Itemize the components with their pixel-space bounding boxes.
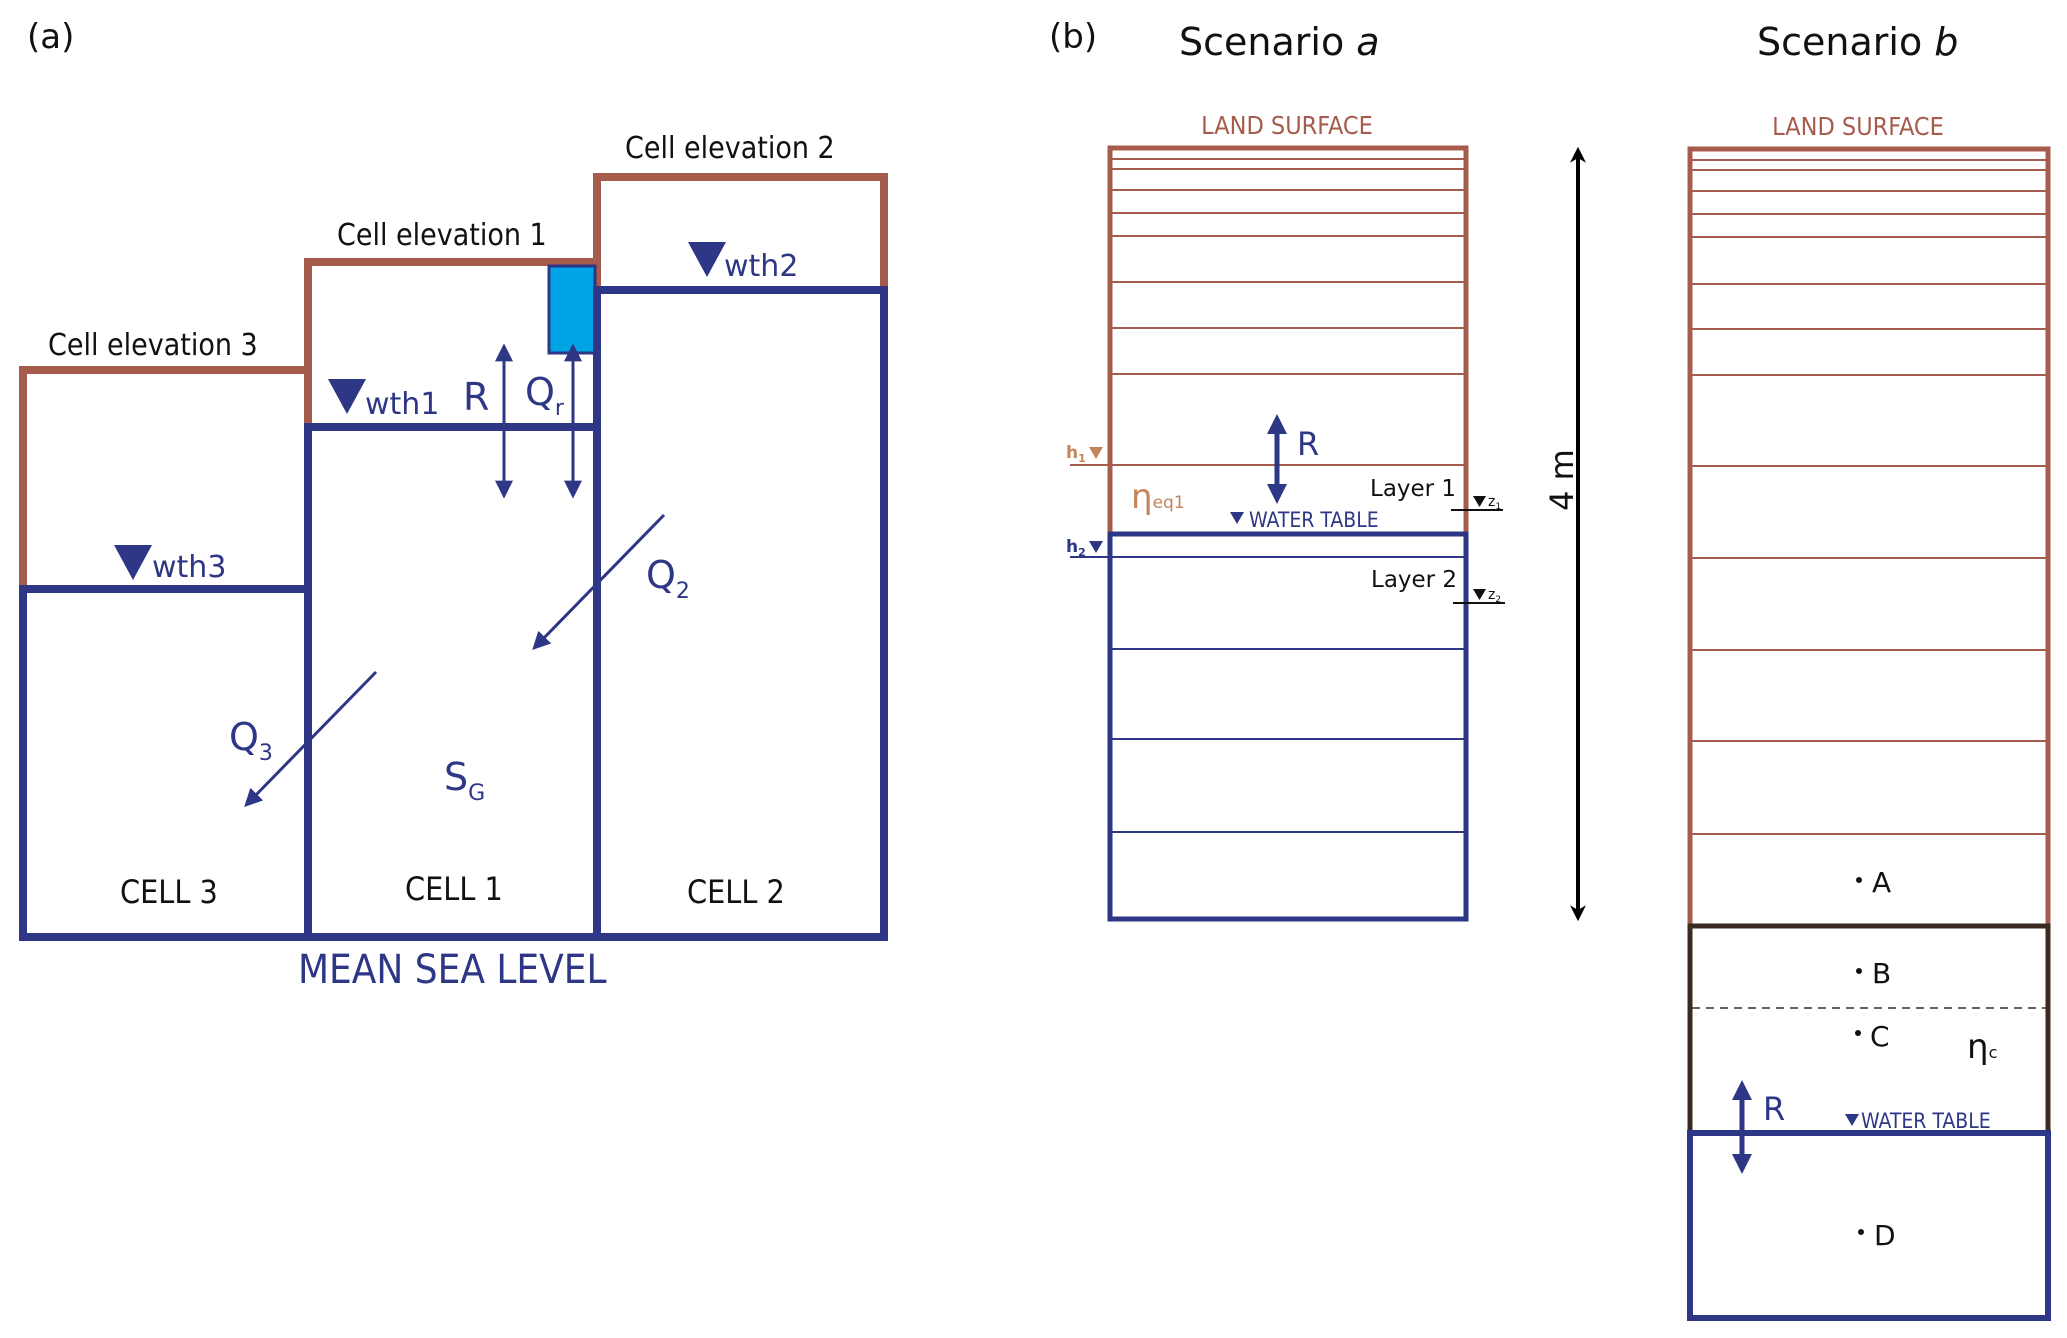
water-table-triangle-icon: [114, 545, 152, 580]
unsaturated-layer-lines: [1070, 158, 1466, 466]
eta-eq1-label: ηeq1: [1131, 477, 1185, 517]
point-label: C: [1870, 1020, 1890, 1053]
cell-elevation-2-label: Cell elevation 2: [625, 131, 835, 166]
lateral-inflow-label: Q2: [646, 553, 690, 604]
depth-label: 4 m: [1543, 449, 1581, 511]
point-label: A: [1872, 866, 1891, 899]
h1-triangle-icon: [1089, 447, 1103, 459]
groundwater-outlines: [19, 286, 888, 941]
layer2-label: Layer 2: [1371, 567, 1457, 593]
scenario-a: Scenario a LAND SURFACE: [1066, 20, 1505, 922]
wth3-label: wth3: [152, 550, 226, 585]
panel-a: (a) Cell elevation 3 Cell elevation 1 Ce…: [19, 17, 888, 993]
cell3-name: CELL 3: [120, 873, 218, 911]
panel-a-label: (a): [27, 17, 74, 57]
reservoir-box: [547, 264, 597, 355]
unsaturated-zone-outline: [1687, 146, 2051, 924]
cell2-name: CELL 2: [687, 873, 785, 911]
h2-triangle-icon: [1089, 541, 1103, 553]
water-table-triangle-icon: [688, 242, 726, 277]
point-marker: [1856, 877, 1862, 883]
cell1-name: CELL 1: [405, 870, 503, 908]
water-table-triangle-icon: [1230, 512, 1244, 524]
point-label: B: [1872, 957, 1891, 990]
wth1-label: wth1: [365, 387, 439, 422]
layer1-label: Layer 1: [1370, 476, 1456, 502]
saturated-zone-outline: [1687, 1130, 2051, 1321]
h1-label: h1: [1066, 443, 1086, 465]
scenario-b: Scenario b LAND SURFACE: [1687, 20, 2051, 1321]
unsaturated-zone-outline: [1107, 145, 1469, 534]
water-table-label: WATER TABLE: [1861, 1109, 1991, 1133]
point-b: B: [1856, 957, 1891, 990]
panel-b-label: (b): [1049, 17, 1097, 57]
h2-label: h2: [1066, 537, 1086, 559]
point-d: D: [1858, 1219, 1896, 1252]
point-label: D: [1874, 1219, 1896, 1252]
z2-triangle-icon: [1473, 589, 1486, 600]
water-table-marker-wth1: wth1: [328, 379, 439, 422]
lateral-inflow-arrow: [532, 513, 666, 651]
mean-sea-level-label: MEAN SEA LEVEL: [298, 947, 607, 993]
cell1-groundwater: [304, 423, 601, 941]
z1-triangle-icon: [1473, 496, 1486, 507]
land-surface-label: LAND SURFACE: [1772, 112, 1944, 141]
recharge-label: R: [1763, 1090, 1785, 1128]
scenario-b-title: Scenario b: [1757, 20, 1958, 64]
saturated-zone-outline: [1107, 531, 1469, 922]
unsaturated-layer-lines: [1690, 159, 2048, 835]
wth2-label: wth2: [724, 249, 798, 284]
recharge-label: R: [1297, 425, 1319, 463]
z1-label: z1: [1488, 494, 1501, 512]
water-table-triangle-icon: [328, 379, 366, 414]
point-marker: [1855, 1030, 1861, 1036]
point-marker: [1856, 968, 1862, 974]
scenario-a-title: Scenario a: [1179, 20, 1380, 64]
lateral-outflow-arrow: [244, 670, 378, 808]
cell-elevation-1-label: Cell elevation 1: [337, 218, 547, 253]
cell1-land-outline: [304, 258, 601, 370]
eta-c-label: ηc: [1967, 1027, 1997, 1067]
cell-elevation-3-label: Cell elevation 3: [48, 328, 258, 363]
point-c: C: [1855, 1020, 1890, 1053]
saturated-layer-lines: [1070, 556, 1466, 833]
water-table-marker-wth2: wth2: [688, 242, 798, 284]
capillary-zone-outline: [1687, 923, 2051, 1133]
storage-label: SG: [444, 755, 485, 806]
cell2-land-outline: [593, 173, 888, 290]
point-a: A: [1856, 866, 1891, 899]
cell3-land-outline: [19, 366, 312, 589]
land-surface-outlines: [19, 173, 888, 589]
water-table-triangle-icon: [1845, 1114, 1859, 1126]
lateral-outflow-label: Q3: [229, 715, 273, 766]
recharge-label: R: [463, 375, 489, 419]
point-marker: [1858, 1229, 1864, 1235]
panel-b: (b) Scenario a LAND SURFACE: [1049, 17, 2051, 1321]
land-surface-label: LAND SURFACE: [1201, 111, 1373, 140]
z2-label: z2: [1488, 587, 1501, 605]
water-table-marker-wth3: wth3: [114, 545, 226, 585]
water-table-label: WATER TABLE: [1249, 508, 1379, 532]
cell2-groundwater: [593, 286, 888, 941]
reservoir-flux-label: Qr: [525, 370, 565, 421]
